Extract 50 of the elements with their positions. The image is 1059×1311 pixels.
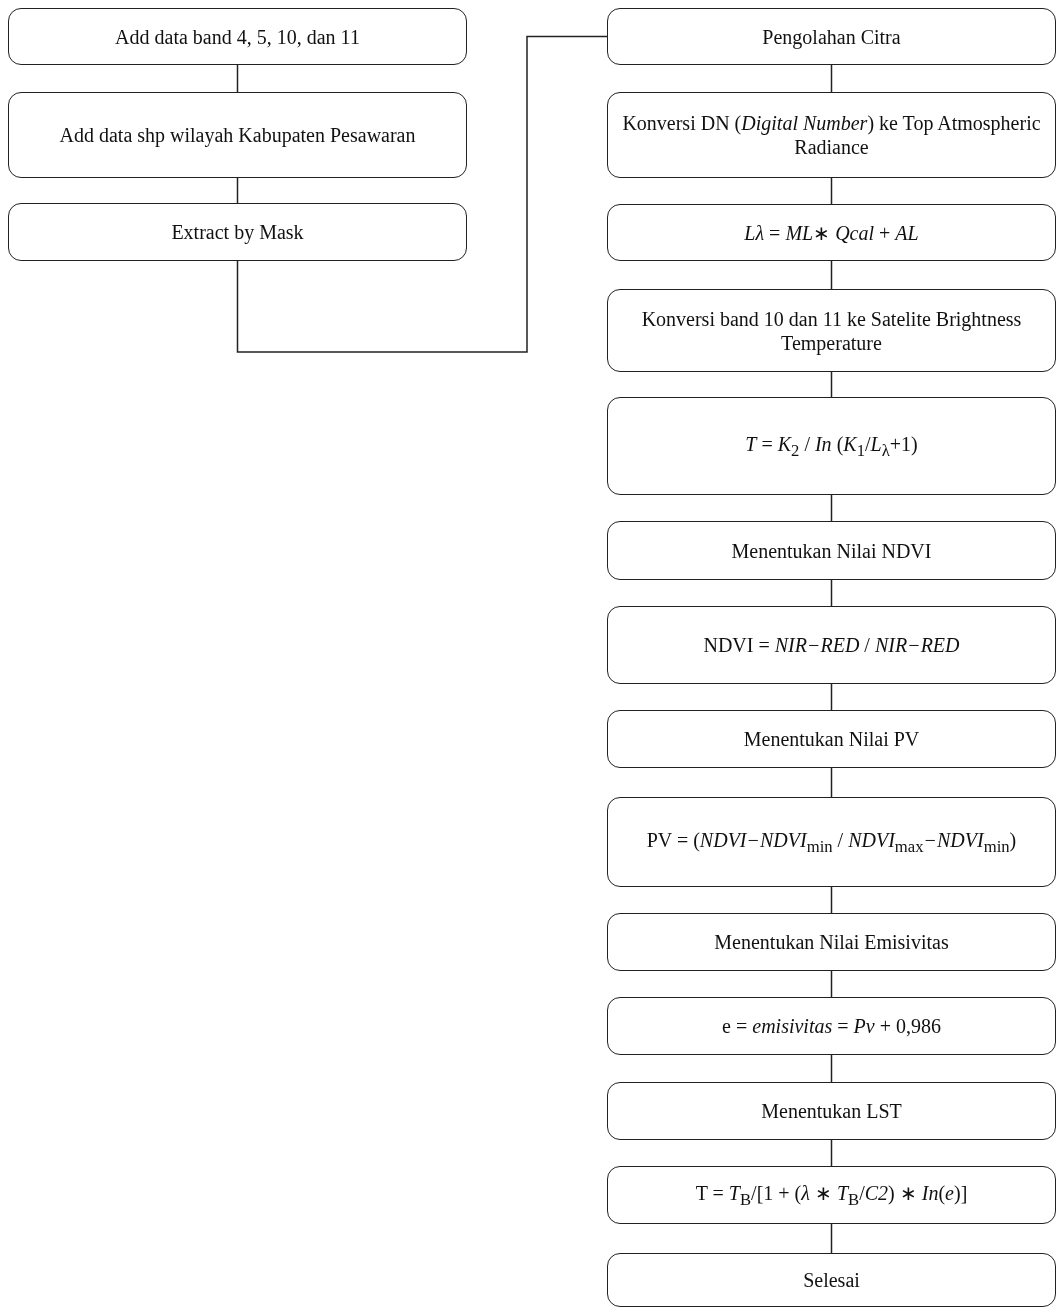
process-box [607,289,1056,372]
step-text: Konversi DN (Digital Number) ke Top Atmospheric Radiance [621,111,1042,159]
process-box [607,1082,1056,1140]
step-text: Menentukan Nilai NDVI [731,538,932,563]
connector-line [830,177,833,205]
connector-line [830,970,833,998]
connector-line [830,1054,833,1083]
process-box [607,204,1056,261]
process-box [607,397,1056,495]
process-box [8,8,467,65]
process-box [8,92,467,178]
connector-line [830,886,833,914]
connector-line [830,260,833,290]
process-box [607,997,1056,1055]
step-text: T = K$_{2}$ / In (K$_{1}$/L$_{λ}$+1) [745,431,918,461]
process-box [607,606,1056,684]
step-text: Konversi band 10 dan 11 ke Satelite Brightness Temperature [640,306,1023,355]
step-text: NDVI = NIR−RED / NIR−RED [703,633,960,657]
connector-line [830,1139,833,1167]
process-box [607,710,1056,768]
process-box [607,521,1056,580]
step-text: Add data band 4, 5, 10, dan 11 [115,24,360,49]
process-box [607,913,1056,971]
step-text: Selesai [803,1268,860,1292]
connector-line [830,494,833,522]
connector-line [236,35,608,353]
process-box [607,797,1056,887]
step-text: Menentukan LST [761,1099,902,1123]
step-text: e = emisivitas = Pv + 0,986 [722,1014,941,1038]
step-text: Add data shp wilayah Kabupaten Pesawaran [59,123,416,147]
process-box [607,1166,1056,1224]
step-text: PV = (NDVI−NDVI$_{min}$ / NDVI$_{max}$−NDVI$_{min}$) [646,827,1017,857]
process-box [607,1253,1056,1307]
connector-line [830,64,833,93]
process-box [607,8,1056,65]
connector-line [830,683,833,711]
connector-line [830,1223,833,1254]
step-text: T = T$_{B}$/[1 + (λ ∗ T$_{B}$/C2) ∗ In(e)] [695,1180,968,1210]
connector-line [830,767,833,798]
step-text: Menentukan Nilai Emisivitas [714,930,949,954]
connector-line [236,64,239,93]
step-text: Pengolahan Citra [762,24,901,49]
connector-line [830,579,833,607]
step-text: Lλ = ML∗ Qcal + AL [744,220,919,245]
connector-line [236,177,239,204]
connector-line [830,371,833,398]
process-box [607,92,1056,178]
step-text: Menentukan Nilai PV [743,727,920,751]
step-text: Extract by Mask [171,220,304,244]
process-box [8,203,467,261]
